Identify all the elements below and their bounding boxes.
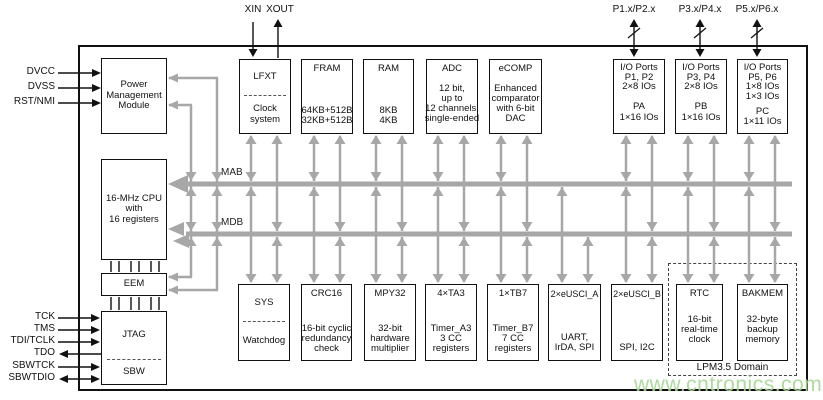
pin-label-tms: TMS xyxy=(33,323,55,334)
block-fram: FRAM 64KB+512B 32KB+512B xyxy=(301,59,353,134)
block-rtc: RTC 16-bit real-time clock xyxy=(676,284,723,361)
block-lfxt-clock: LFXT Clock system xyxy=(239,59,291,134)
block-cpu: 16-MHz CPU with 16 registers xyxy=(101,159,167,260)
block-jtag-sbw: JTAG SBW xyxy=(101,311,167,385)
block-adc: ADC 12 bit, up to 12 channels, single-en… xyxy=(425,59,479,134)
pin-label-rst-nmi: RST/NMI xyxy=(13,96,55,107)
dashed-divider xyxy=(243,321,285,322)
pin-label-xout: XOUT xyxy=(266,4,294,15)
mdb-bus-label: MDB xyxy=(221,217,244,228)
block-io-ports-pc: I/O Ports P5, P6 1×8 IOs 1×3 IOs PC 1×11… xyxy=(737,59,788,134)
lpm-domain-box xyxy=(668,263,797,376)
block-timer-a3: 4×TA3 Timer_A3 3 CC registers xyxy=(425,284,477,361)
block-io-ports-pa: I/O Ports P1, P2 2×8 IOs PA 1×16 IOs xyxy=(613,59,665,134)
block-eem: EEM xyxy=(101,273,167,296)
pin-label-sbwtck: SBWTCK xyxy=(12,360,55,371)
block-timer-b7: 1×TB7 Timer_B7 7 CC registers xyxy=(487,284,539,361)
pin-label-p1-p2: P1.x/P2.x xyxy=(612,4,656,15)
chip-outline xyxy=(78,45,808,391)
block-bakmem: BAKMEM 32-byte backup memory xyxy=(737,284,788,361)
block-title: LFXT xyxy=(253,71,277,83)
pin-label-dvcc: DVCC xyxy=(26,66,55,77)
dashed-divider xyxy=(244,95,286,96)
watermark: www.cntronics.com xyxy=(634,373,823,396)
block-crc16: CRC16 16-bit cyclic redundancy check xyxy=(301,284,352,361)
pin-label-tck: TCK xyxy=(35,311,55,322)
block-eusci-b: 2×eUSCI_B SPI, I2C xyxy=(611,284,663,361)
pin-label-tdi-tclk: TDI/TCLK xyxy=(10,335,55,346)
pin-label-tdo: TDO xyxy=(33,347,55,358)
pin-label-dvss: DVSS xyxy=(27,81,55,92)
block-mpy32: MPY32 32-bit hardware multiplier xyxy=(364,284,416,361)
block-sys-watchdog: SYS Watchdog xyxy=(238,284,290,361)
pin-label-p3-p4: P3.x/P4.x xyxy=(678,4,722,15)
lpm-domain-label: LPM3.5 Domain xyxy=(696,362,769,373)
block-ecomp: eCOMP Enhanced comparator with 6-bit DAC xyxy=(489,59,542,134)
dashed-divider xyxy=(107,359,161,360)
block-eusci-a: 2×eUSCI_A UART, IrDA, SPI xyxy=(548,284,601,361)
block-io-ports-pb: I/O Ports P3, P4 2×8 IOs PB 1×16 IOs xyxy=(675,59,727,134)
pin-label-p5-p6: P5.x/P6.x xyxy=(735,4,779,15)
mab-bus-label: MAB xyxy=(221,167,243,178)
block-power-management: Power Management Module xyxy=(101,58,167,134)
pin-label-xin: XIN xyxy=(244,4,262,15)
block-ram: RAM 8KB 4KB xyxy=(363,59,414,134)
pin-label-sbwtdio: SBWTDIO xyxy=(8,372,55,383)
